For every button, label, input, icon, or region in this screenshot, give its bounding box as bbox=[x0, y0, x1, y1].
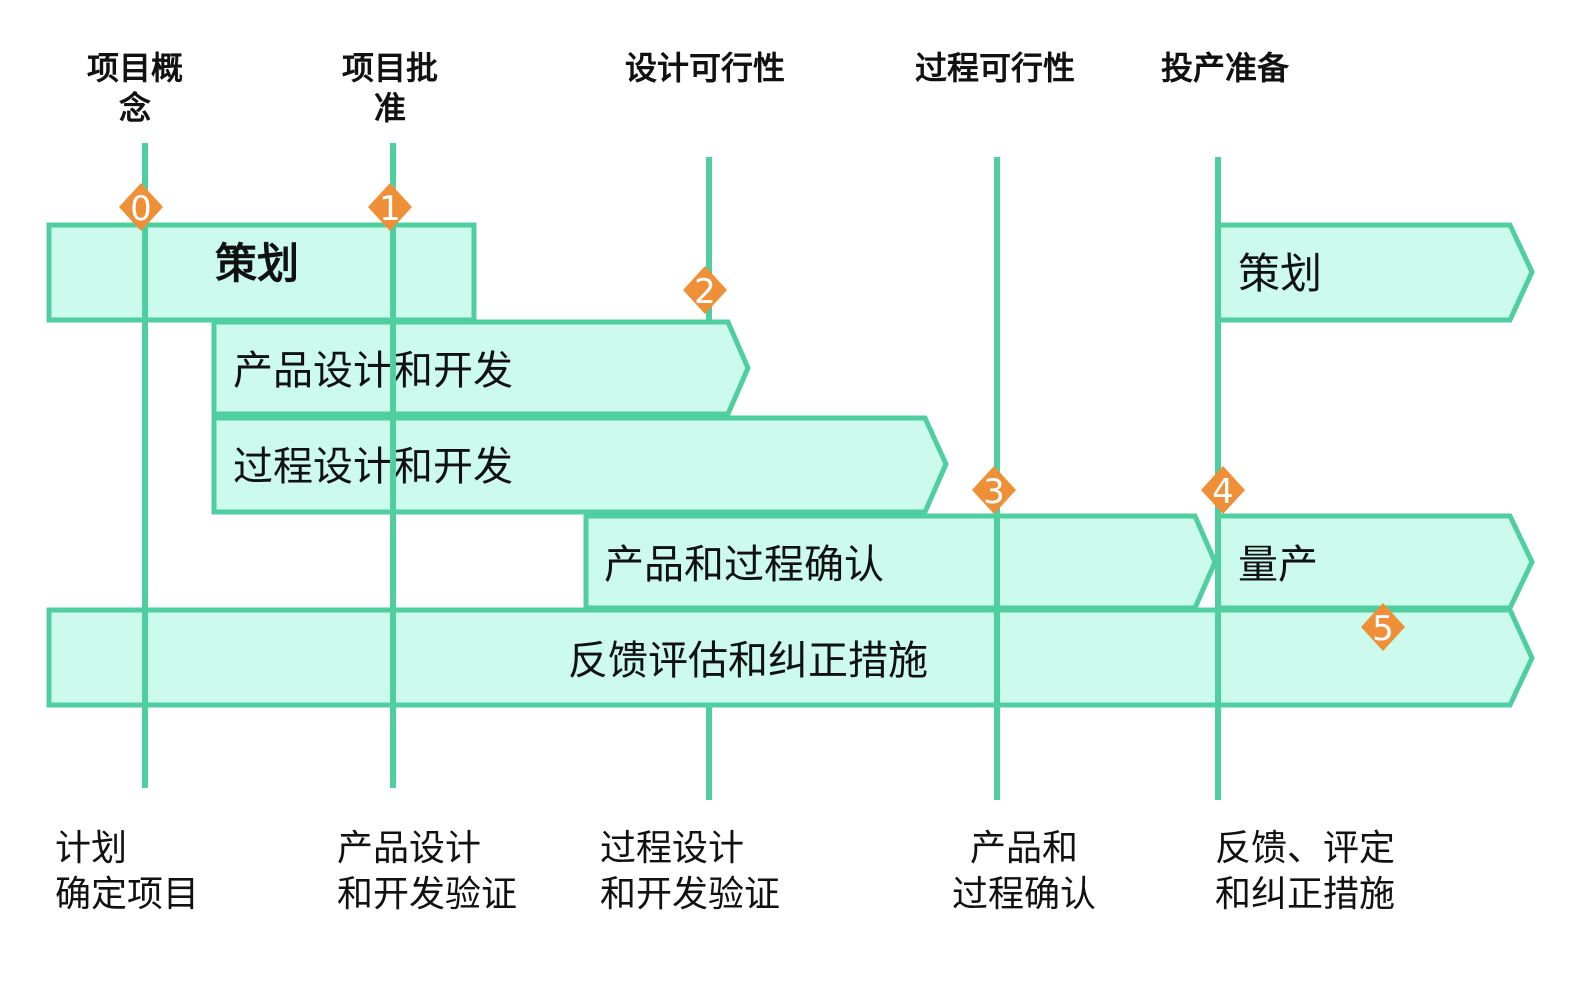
gate-title-design-feasibility: 设计可行性 bbox=[624, 49, 785, 87]
bar-validation-shape bbox=[583, 513, 1218, 611]
bar-planning-label: 策划 bbox=[215, 239, 299, 288]
milestone-diamond-icon bbox=[119, 183, 163, 231]
bar-process-design: 过程设计和开发 bbox=[211, 415, 949, 515]
bar-feedback-label: 反馈评估和纠正措施 bbox=[568, 638, 928, 684]
milestone-number: 3 bbox=[983, 472, 1005, 512]
bar-planning-2: 策划 bbox=[1215, 222, 1535, 323]
milestone-number: 5 bbox=[1372, 609, 1394, 649]
gate-title-concept: 项目概 念 bbox=[86, 49, 183, 127]
gate-title-launch-prep: 投产准备 bbox=[1160, 49, 1289, 87]
milestone-diamond-icon bbox=[1361, 603, 1405, 651]
milestone-number: 0 bbox=[130, 189, 152, 229]
milestone-diamond-icon bbox=[368, 183, 412, 231]
bar-validation-label: 产品和过程确认 bbox=[604, 542, 884, 588]
milestone-5: 5 bbox=[1361, 603, 1405, 651]
milestone-number: 2 bbox=[694, 272, 716, 312]
bar-planning: 策划 bbox=[46, 222, 477, 323]
milestone-diamond-icon bbox=[1201, 466, 1245, 514]
gate-title-approval: 项目批 准 bbox=[341, 49, 438, 127]
bar-product-design-label: 产品设计和开发 bbox=[233, 348, 513, 394]
milestone-diamond-icon bbox=[972, 466, 1016, 514]
phase-bars: 反馈评估和纠正措施 产品和过程确认 量产 过程设计和开发 产品设计和开发 策划 bbox=[46, 222, 1535, 708]
bar-product-design: 产品设计和开发 bbox=[211, 319, 751, 417]
phase-label-process: 过程设计 和开发验证 bbox=[600, 828, 781, 915]
milestone-2: 2 bbox=[683, 266, 727, 314]
bar-planning-2-label: 策划 bbox=[1238, 249, 1322, 298]
milestone-diamond-icon bbox=[683, 266, 727, 314]
phase-label-validate: 产品和 过程确认 bbox=[952, 828, 1097, 915]
phase-label-product: 产品设计 和开发验证 bbox=[337, 828, 518, 915]
phase-label-feedback: 反馈、评定 和纠正措施 bbox=[1215, 828, 1396, 915]
milestone-number: 1 bbox=[379, 189, 401, 229]
gate-title-process-feasibility: 过程可行性 bbox=[914, 49, 1075, 87]
bar-process-design-shape bbox=[211, 415, 949, 515]
milestones: 0 1 2 3 4 5 bbox=[119, 183, 1405, 651]
milestone-number: 4 bbox=[1212, 472, 1234, 512]
milestone-3: 3 bbox=[972, 466, 1016, 514]
bar-feedback: 反馈评估和纠正措施 bbox=[46, 607, 1535, 708]
bar-mass-production-label: 量产 bbox=[1238, 542, 1318, 588]
milestone-4: 4 bbox=[1201, 466, 1245, 514]
milestone-1: 1 bbox=[368, 183, 412, 231]
bar-validation: 产品和过程确认 bbox=[583, 513, 1218, 611]
bar-mass-production: 量产 bbox=[1215, 513, 1535, 611]
bar-process-design-label: 过程设计和开发 bbox=[233, 444, 513, 490]
bar-product-design-shape bbox=[211, 319, 751, 417]
milestone-0: 0 bbox=[119, 183, 163, 231]
phase-label-plan: 计划 确定项目 bbox=[55, 828, 200, 915]
bar-planning-shape bbox=[46, 222, 477, 323]
